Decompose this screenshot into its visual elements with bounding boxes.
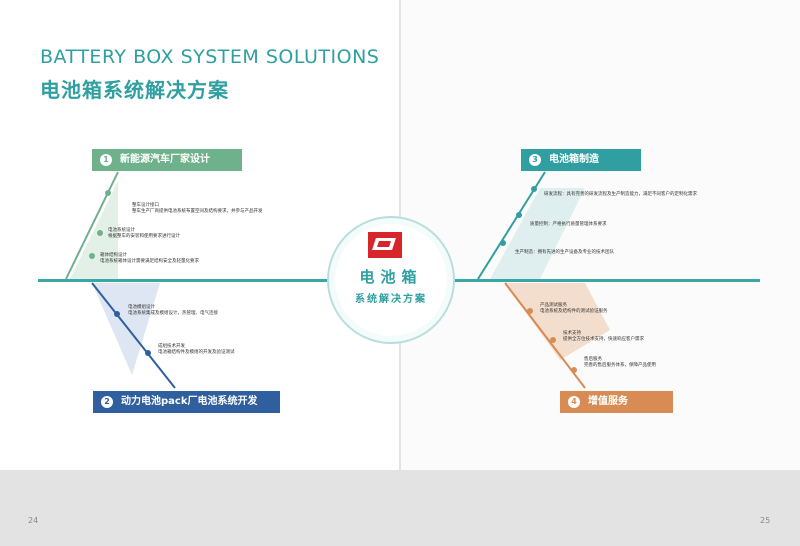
branch-4-label-box: 4 增值服务 [560,391,673,413]
note-text: 电池系统集成及模组设计，热管理、电气连接 [128,311,218,316]
note-text: 提供全方位技术支持，快速响应客户需求 [563,337,644,342]
branch-4-note: 产品测试服务 电池系统及结构件的测试验证服务 [540,303,608,315]
note-heading: 电池模组设计 [128,305,155,310]
note-heading: 研发流程 [544,192,562,197]
title-english: BATTERY BOX SYSTEM SOLUTIONS [40,46,380,68]
center-title: 电池箱 [359,268,423,286]
branch-4-label: 增值服务 [588,396,628,407]
branch-1-label-box: 1 新能源汽车厂家设计 [92,149,242,171]
branch-3-number: 3 [529,154,541,166]
branch-3-note: 研发流程：具有完善的研发流程及生产制造能力，满足不同客户的定制化需求 [544,192,698,197]
note-heading: 售后服务 [584,357,602,362]
branch-2-label: 动力电池pack厂电池系统开发 [121,396,258,407]
note-heading: 质量控制 [530,222,548,227]
note-text: 整车生产厂商提供电池系统布置空间及结构要求，并参与产品开发 [132,209,263,214]
title-chinese: 电池箱系统解决方案 [40,78,229,102]
branch-1-bone [65,171,119,280]
note-text: 电池系统箱体设计需要满足结构安全及轻量化要求 [100,259,199,264]
branch-2-node [114,311,120,317]
branch-3-node [531,186,537,192]
branch-4-number: 4 [568,396,580,408]
branch-4-shade [505,283,610,360]
branch-3-label: 电池箱制造 [549,154,599,165]
note-heading: 成组技术开发 [158,344,185,349]
page-footer [0,470,800,546]
note-text: 电池系统及结构件的测试验证服务 [540,309,608,314]
branch-1-node [89,253,95,259]
branch-2-node [145,350,151,356]
center-subtitle: 系统解决方案 [355,294,427,305]
branch-4-note: 技术支持 提供全方位技术支持，快速响应客户需求 [563,331,644,343]
note-text: 电池箱结构件及模组的开发及验证测试 [158,350,235,355]
note-text: 根据整车的安装和使用要求进行设计 [108,234,180,239]
branch-3-label-box: 3 电池箱制造 [521,149,641,171]
note-heading: 产品测试服务 [540,303,567,308]
branch-3-node [500,240,506,246]
note-heading: 整车设计接口 [132,203,159,208]
branch-4-node [550,337,556,343]
note-text: 拥有先进的生产设备及专业的技术团队 [537,250,615,255]
branch-4-note: 售后服务 完善的售后服务体系，保障产品使用 [584,357,656,369]
branch-1-shade [70,181,118,279]
note-text: 严格执行质量管理体系要求 [552,222,607,227]
branch-1-note: 箱体结构设计 电池系统箱体设计需要满足结构安全及轻量化要求 [100,253,199,265]
page-number-left: 24 [28,516,39,525]
note-heading: 电池系统设计 [108,228,135,233]
branch-1-number: 1 [100,154,112,166]
branch-2-number: 2 [101,396,113,408]
branch-2-note: 电池模组设计 电池系统集成及模组设计，热管理、电气连接 [128,305,218,317]
branch-4-node [527,308,533,314]
note-heading: 箱体结构设计 [100,253,127,258]
note-text: 完善的售后服务体系，保障产品使用 [584,363,656,368]
company-logo-icon [368,232,402,258]
note-heading: 技术支持 [563,331,581,336]
branch-3-note: 质量控制：严格执行质量管理体系要求 [530,222,607,227]
page-number-right: 25 [760,516,771,525]
branch-1-node [105,190,111,196]
branch-2-label-box: 2 动力电池pack厂电池系统开发 [93,391,280,413]
branch-2-bone [91,282,176,389]
note-text: 具有完善的研发流程及生产制造能力，满足不同客户的定制化需求 [566,192,698,197]
note-heading: 生产制造 [515,250,533,255]
branch-1-note: 电池系统设计 根据整车的安装和使用要求进行设计 [108,228,180,240]
branch-3-note: 生产制造：拥有先进的生产设备及专业的技术团队 [515,250,615,255]
right-page [401,0,800,546]
branch-3-shade [490,188,585,279]
branch-1-label: 新能源汽车厂家设计 [120,154,210,165]
branch-2-note: 成组技术开发 电池箱结构件及模组的开发及验证测试 [158,344,235,356]
branch-4-node [571,367,577,373]
branch-1-note: 整车设计接口 整车生产厂商提供电池系统布置空间及结构要求，并参与产品开发 [132,203,263,215]
branch-3-node [516,212,522,218]
branch-1-node [97,230,103,236]
